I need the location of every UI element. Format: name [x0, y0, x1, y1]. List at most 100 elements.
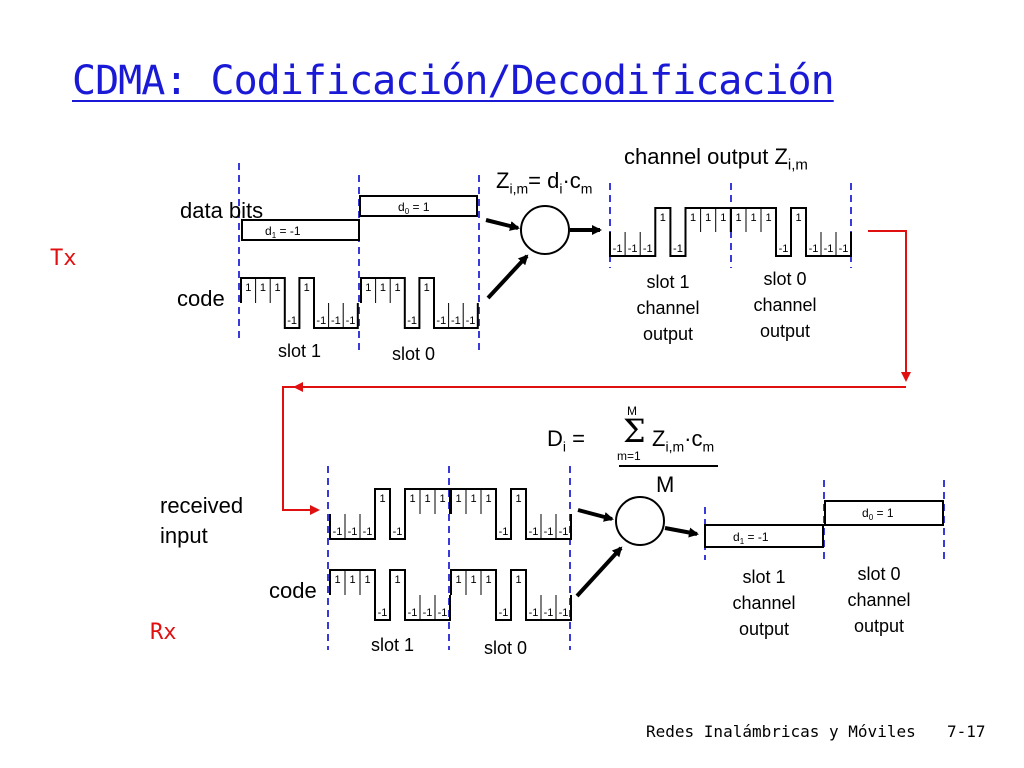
- rx-received-line2: input: [160, 523, 208, 548]
- rx-slot0-label: slot 0: [484, 638, 528, 658]
- tx-code-slot1-chip-label: 1: [274, 282, 280, 294]
- tx-code-slot0-chip-label: 1: [424, 282, 430, 294]
- rx-code-slot1-chip-label: -1: [438, 607, 448, 619]
- rx-code-slot1-chip-label: 1: [394, 574, 400, 586]
- tx-code-slot1-chip-label: -1: [316, 315, 326, 327]
- tx-output-slot1-line1: slot 1: [646, 272, 690, 292]
- rx-input-slot1-chip-label: -1: [348, 526, 358, 538]
- rx-input-slot0-chip-label: -1: [529, 526, 539, 538]
- rx-code-slot1-chip-label: 1: [349, 574, 355, 586]
- slide-title: CDMA: Codificación/Decodificación: [72, 58, 835, 104]
- rx-input-slot0-chip-label: -1: [499, 526, 509, 538]
- rx-input-slot0-chip-label: 1: [470, 493, 476, 505]
- rx-code-slot0-chip-label: -1: [499, 607, 509, 619]
- rx-multiplier-circle: [615, 496, 665, 546]
- rx-arrow-out: [664, 526, 699, 538]
- rx-formula-denominator: M: [656, 472, 675, 497]
- tx-arrow-data: [485, 218, 520, 231]
- rx-input-slot1-chip-label: 1: [439, 493, 445, 505]
- rx-sum-bottom: m=1: [617, 449, 641, 463]
- rx-sum-top: M: [627, 404, 637, 418]
- tx-output-slot0-line2: channel: [753, 295, 817, 315]
- rx-arrow-code: [575, 546, 623, 598]
- tx-code-slot1-chip-label: 1: [245, 282, 251, 294]
- tx-d1-box: [241, 219, 360, 241]
- tx-code-slot0-chip-label: -1: [451, 315, 461, 327]
- rx-code-slot0-chip-label: -1: [529, 607, 539, 619]
- rx-input-slot0-chip-label: -1: [559, 526, 569, 538]
- tx-formula: Zi,m= di·cm: [496, 168, 593, 197]
- tx-code-slot1-chip-label: -1: [331, 315, 341, 327]
- tx-output-slot0-chip-label: 1: [735, 212, 741, 224]
- rx-output-slot1-label: slot 1 channel output: [714, 564, 814, 642]
- tx-output-slot0-chip-label: 1: [750, 212, 756, 224]
- rx-code-slot0-chip-label: 1: [515, 574, 521, 586]
- red-connector-bottom: [282, 386, 906, 515]
- rx-input-slot1-chip-label: 1: [424, 493, 430, 505]
- rx-input-slot1-chip-label: -1: [363, 526, 373, 538]
- rx-code-label: code: [269, 578, 317, 603]
- tx-output-slot0-chip-label: -1: [824, 243, 834, 255]
- rx-arrow-input: [577, 508, 614, 522]
- rx-output-slot0-label: slot 0 channel output: [829, 561, 929, 639]
- tx-output-slot0-chip-label: -1: [809, 243, 819, 255]
- tx-arrow-code: [486, 254, 529, 300]
- tx-output-slot0-label: slot 0 channel output: [735, 266, 835, 344]
- tx-output-slot0-chip-label: 1: [795, 212, 801, 224]
- rx-input-slot1-chip-label: 1: [409, 493, 415, 505]
- footer-page-number: 7-17: [947, 722, 986, 741]
- rx-input-slot0-chip-label: 1: [515, 493, 521, 505]
- tx-output-slot0-chip-label: -1: [839, 243, 849, 255]
- rx-output-slot0-line2: channel: [847, 590, 911, 610]
- tx-output-slot1-chip-label: -1: [613, 243, 623, 255]
- rx-code-slot1-chip-label: 1: [334, 574, 340, 586]
- tx-multiplier-circle: [520, 205, 570, 255]
- rx-code-slot1-chip-label: -1: [408, 607, 418, 619]
- tx-output-slot0-chip-label: 1: [765, 212, 771, 224]
- tx-output-slot1-chip-label: -1: [673, 243, 683, 255]
- rx-formula-left: Di =: [547, 426, 585, 455]
- rx-d0-text: d0 = 1: [862, 506, 894, 522]
- rx-formula-right: Zi,m·cm: [652, 426, 715, 455]
- tx-output-slot1-chip-label: 1: [690, 212, 696, 224]
- rx-received-input-label: received input: [160, 491, 243, 551]
- tx-output-slot1-chip-label: 1: [705, 212, 711, 224]
- tx-code-slot1-chip-label: 1: [304, 282, 310, 294]
- rx-code-slot0-chip-label: 1: [470, 574, 476, 586]
- tx-code-slot0-chip-label: -1: [466, 315, 476, 327]
- rx-code-slot1-chip-label: -1: [378, 607, 388, 619]
- tx-output-slot0-line1: slot 0: [763, 269, 807, 289]
- tx-code-label: code: [177, 286, 225, 311]
- rx-output-slot1-line2: channel: [732, 593, 796, 613]
- rx-code-slot0-chip-label: 1: [485, 574, 491, 586]
- tx-output-slot1-line3: output: [642, 324, 694, 344]
- tx-output-slot1-chip-label: 1: [660, 212, 666, 224]
- tx-d1-text: d1 = -1: [265, 224, 301, 240]
- rx-code-slot1-chip-label: 1: [364, 574, 370, 586]
- rx-code-slot0-chip-label: -1: [544, 607, 554, 619]
- tx-code-slot1-chip-label: -1: [287, 315, 297, 327]
- rx-output-slot1-line1: slot 1: [742, 567, 786, 587]
- tx-code-slot0-chip-label: -1: [436, 315, 446, 327]
- rx-input-slot0-chip-label: 1: [455, 493, 461, 505]
- rx-output-slot1-line3: output: [738, 619, 790, 639]
- tx-d0-box: [359, 195, 478, 217]
- rx-d0-box: [824, 500, 944, 526]
- tx-slot1-label: slot 1: [278, 341, 322, 361]
- tx-output-slot1-chip-label: 1: [720, 212, 726, 224]
- tx-code-slot1-chip-label: 1: [260, 282, 266, 294]
- rx-received-line1: received: [160, 493, 244, 518]
- tx-code-slot0-chip-label: 1: [365, 282, 371, 294]
- tx-output-slot1-label: slot 1 channel output: [618, 269, 718, 347]
- rx-code-slot0-chip-label: -1: [559, 607, 569, 619]
- rx-side-label: Rx: [150, 620, 177, 645]
